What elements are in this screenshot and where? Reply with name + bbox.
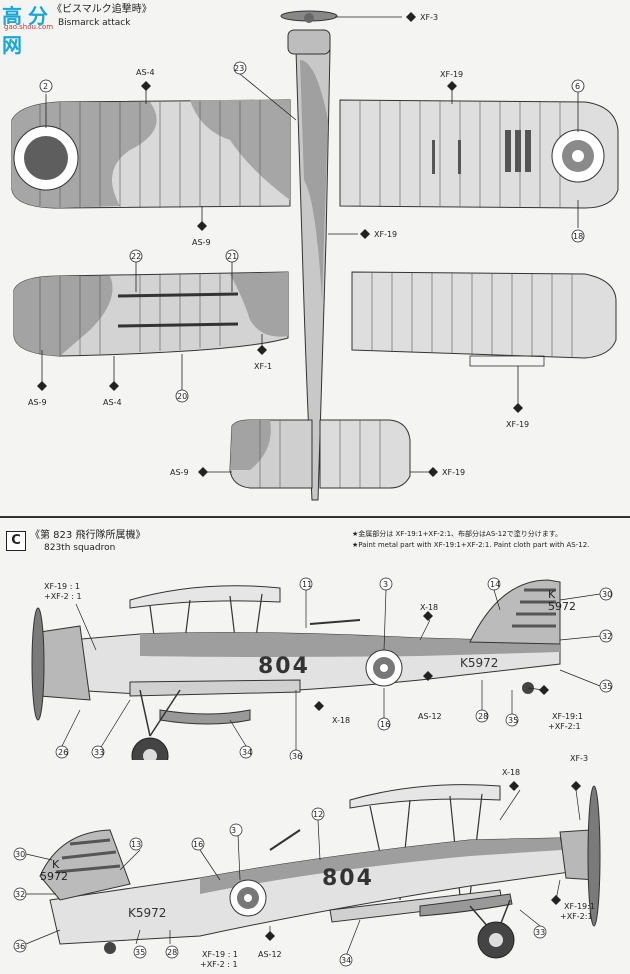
side-view-left xyxy=(31,577,613,760)
label-n35a: 35 xyxy=(602,682,613,691)
label-n30b: 30 xyxy=(15,850,26,859)
label-n28: 28 xyxy=(478,712,489,721)
roundel-left-inner xyxy=(24,136,68,180)
label-xf3: XF-3 xyxy=(420,13,439,22)
label-n13: 13 xyxy=(131,840,142,849)
label-as9-left: AS-9 xyxy=(28,398,47,407)
section-b-subtitle: Bismarck attack xyxy=(58,18,131,28)
logo-sub-text: gao.shou.com xyxy=(4,23,54,31)
label-n36b: 36 xyxy=(15,942,26,951)
site-logo: 高分网 gao.shou.com xyxy=(0,0,58,57)
label-n34b: 34 xyxy=(341,956,352,965)
serial-k5972-a: K5972 xyxy=(460,656,499,670)
label-n11: 11 xyxy=(302,580,313,589)
serial-k5972-b: K5972 xyxy=(128,906,167,920)
label-n30: 30 xyxy=(602,590,613,599)
upper-right-wing xyxy=(339,99,619,209)
tail-number-b: 5972 xyxy=(40,870,68,883)
label-n18: 18 xyxy=(573,232,584,241)
upper-left-wing-camo xyxy=(12,100,290,208)
label-xf19-lower: XF-19 xyxy=(506,420,530,429)
roundel-right-inner xyxy=(572,150,584,162)
label-mix-c1: XF-19 : 1 xyxy=(202,950,239,959)
label-n33: 33 xyxy=(94,748,105,757)
label-mix-a2: +XF-2 : 1 xyxy=(44,592,82,601)
label-n16: 16 xyxy=(380,720,391,729)
label-as12-b: AS-12 xyxy=(258,950,282,959)
label-as4-left: AS-4 xyxy=(103,398,122,407)
label-x18-c: X-18 xyxy=(502,768,521,777)
label-n12: 12 xyxy=(313,810,324,819)
aircraft-code-804-b: 804 xyxy=(322,866,374,891)
label-n22: 22 xyxy=(131,252,142,261)
section-c-letter: C xyxy=(6,531,26,551)
label-n2: 2 xyxy=(43,82,49,91)
label-as9-tail: AS-9 xyxy=(170,468,189,477)
tail-number-a: 5972 xyxy=(548,600,576,613)
label-as9-top: AS-9 xyxy=(192,238,211,247)
label-n34: 34 xyxy=(242,748,253,757)
label-n32b: 32 xyxy=(15,890,26,899)
label-n3b: 3 xyxy=(231,826,237,835)
label-x18-b: X-18 xyxy=(332,716,351,725)
label-n6: 6 xyxy=(575,82,581,91)
label-xf19-tail: XF-19 xyxy=(442,468,466,477)
tailplane-right xyxy=(319,419,411,489)
section-b-title: 《ビスマルク追撃時》 xyxy=(52,4,152,15)
label-xf19-top: XF-19 xyxy=(440,70,464,79)
label-n20: 20 xyxy=(177,392,188,401)
section-divider xyxy=(0,516,630,518)
label-x18-a: X-18 xyxy=(420,603,439,612)
label-mix-d1: XF-19:1 xyxy=(564,902,595,911)
side-view-right xyxy=(13,781,601,967)
label-n26: 26 xyxy=(58,748,69,757)
label-mix-b2: +XF-2:1 xyxy=(548,722,581,731)
paint-note-en: ★Paint metal part with XF-19:1+XF-2:1. P… xyxy=(352,541,590,549)
lower-right-wing xyxy=(351,271,617,359)
label-n32: 32 xyxy=(602,632,613,641)
engine-cowl xyxy=(287,29,331,55)
label-n36: 36 xyxy=(292,752,303,761)
label-mix-b1: XF-19:1 xyxy=(552,712,583,721)
section-c-title: 《第 823 飛行隊所属機》 xyxy=(30,530,146,541)
label-n35c: 35 xyxy=(135,948,146,957)
label-mix-d2: +XF-2:1 xyxy=(560,912,593,921)
label-n28b: 28 xyxy=(167,948,178,957)
label-as4-top: AS-4 xyxy=(136,68,155,77)
logo-main-text: 高分网 xyxy=(2,4,54,57)
tail-letter-a: K xyxy=(548,588,556,601)
paint-note-jp: ★金属部分は XF-19:1+XF-2:1、布部分はAS-12で塗り分けます。 xyxy=(352,530,563,538)
label-n23: 23 xyxy=(234,64,245,73)
label-n16b: 16 xyxy=(193,840,204,849)
label-n3: 3 xyxy=(383,580,389,589)
label-n33b: 33 xyxy=(535,928,546,937)
aircraft-code-804-a: 804 xyxy=(258,654,310,679)
label-n14: 14 xyxy=(490,580,501,589)
label-xf3-c: XF-3 xyxy=(570,754,589,763)
label-xf19-fuse: XF-19 xyxy=(374,230,398,239)
label-mix-c2: +XF-2 : 1 xyxy=(200,960,238,969)
label-n35b: 35 xyxy=(508,716,519,725)
label-as12-a: AS-12 xyxy=(418,712,442,721)
label-n21: 21 xyxy=(227,252,238,261)
top-view-drawing xyxy=(11,10,619,501)
label-xf1: XF-1 xyxy=(254,362,273,371)
tail-letter-b: K xyxy=(52,858,60,871)
label-mix-a1: XF-19 : 1 xyxy=(44,582,81,591)
section-c-subtitle: 823th squadron xyxy=(44,543,116,553)
